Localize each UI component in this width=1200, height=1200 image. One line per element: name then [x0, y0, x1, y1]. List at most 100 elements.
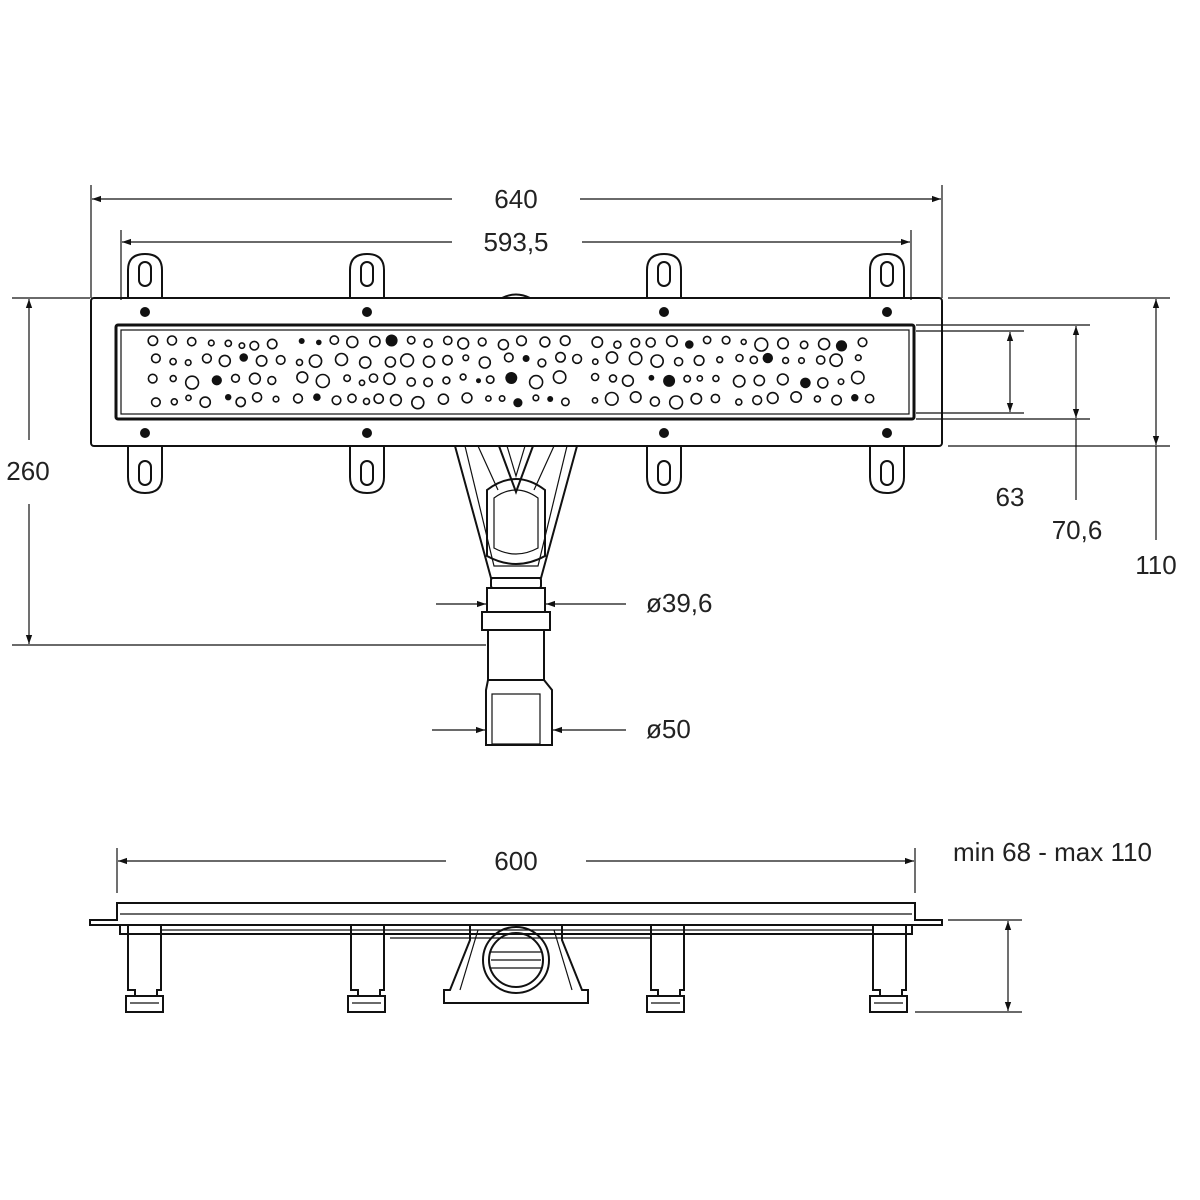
grate-bubble: [815, 355, 826, 365]
grate-bubble: [503, 352, 514, 363]
grate-bubble: [835, 340, 848, 352]
grate-bubble: [522, 355, 530, 362]
grate-bubble: [484, 395, 492, 402]
dimension-label-593-5: 593,5: [483, 227, 548, 257]
grate-bubble: [373, 393, 385, 405]
grate-bubble: [266, 338, 278, 350]
grate-bubble: [186, 336, 197, 347]
grate-bubble: [462, 354, 470, 362]
grate-bubble: [485, 375, 495, 385]
grate-bubble: [650, 354, 664, 368]
grate-bubble: [207, 339, 215, 347]
grate-bubble: [422, 355, 436, 369]
grate-bubble: [251, 391, 263, 403]
dimension-label-dia-39-6: ø39,6: [646, 588, 713, 618]
grate-bubble: [753, 374, 766, 387]
grate-bubble: [762, 352, 773, 364]
grate-bubble: [437, 393, 450, 406]
dimension-63: 63: [916, 330, 1024, 512]
grate-bubble: [613, 340, 622, 350]
grate-bubble: [368, 335, 381, 348]
grate-bubble: [383, 372, 396, 386]
grate-bubble: [645, 337, 657, 348]
plan-view: 640 593,5: [6, 184, 1177, 746]
grate-bubble: [316, 339, 322, 346]
mounting-brackets-top: [127, 252, 905, 298]
bracket: [349, 446, 385, 495]
grate-bubble: [498, 394, 506, 402]
grate-bubble: [696, 374, 704, 382]
grate-bubble: [732, 374, 746, 388]
dimension-height-range: min 68 - max 110: [915, 837, 1152, 1013]
grate-bubble: [532, 394, 540, 402]
grate-bubble: [150, 353, 161, 364]
grate-bubble: [331, 395, 342, 406]
grate-bubble: [630, 337, 641, 348]
drain-outlet-funnel: [454, 445, 578, 589]
grate-bubble: [528, 374, 544, 390]
leg: [347, 925, 386, 1013]
grate-bubble: [295, 358, 304, 367]
grate-bubble: [702, 335, 712, 345]
grate-bubble: [816, 377, 829, 389]
grate-bubble: [559, 335, 571, 347]
grate-bubble: [537, 358, 547, 368]
grate-bubble: [754, 337, 769, 352]
grate-bubble: [560, 397, 570, 407]
grate-bubble: [513, 398, 523, 408]
grate-bubble: [797, 357, 806, 365]
dimension-dia-50: ø50: [432, 714, 691, 744]
grate-bubble: [539, 336, 551, 348]
bracket: [869, 252, 905, 298]
grate-bubble: [554, 351, 566, 363]
grate-bubble: [410, 395, 425, 410]
grate-bubble: [734, 398, 743, 406]
dimension-593-5: 593,5: [120, 227, 912, 300]
grate-bubble: [248, 372, 262, 385]
grate-bubble: [315, 373, 331, 389]
grate-bubble: [218, 354, 232, 368]
grate-bubble: [235, 396, 247, 408]
dimension-label-640: 640: [494, 184, 537, 214]
grate-bubble: [457, 337, 470, 350]
grate-bubble: [389, 393, 403, 407]
grate-bubble: [608, 374, 618, 383]
grate-bubble: [604, 391, 619, 406]
grate-bubble: [547, 396, 554, 402]
grate-bubble: [169, 374, 177, 383]
grate-bubble: [854, 354, 862, 362]
grate-bubble: [813, 395, 822, 403]
grate-bubble: [552, 370, 567, 385]
leg: [869, 925, 908, 1013]
grate-bubble: [751, 395, 763, 406]
grate-bubble: [238, 342, 246, 350]
grate-bubble: [776, 373, 789, 386]
grate-bubble: [230, 373, 241, 383]
screw-holes: [140, 307, 892, 438]
grate-bubble: [693, 354, 705, 367]
grate-bubble: [368, 373, 379, 383]
dimension-label-600: 600: [494, 846, 537, 876]
grate-bubble: [591, 396, 599, 404]
dimension-label-110: 110: [1135, 550, 1176, 580]
grate-bubble: [735, 353, 744, 363]
grate-bubble: [399, 353, 415, 368]
grate-bubble: [313, 393, 321, 402]
grate-bubble: [147, 373, 158, 384]
grate-bubble: [184, 359, 192, 367]
grate-bubble: [829, 353, 843, 368]
grate-bubble: [272, 395, 280, 403]
dimension-dia-39-6: ø39,6: [436, 588, 713, 618]
grate-bubble: [292, 393, 304, 404]
grate-bubble: [296, 371, 309, 384]
grate-bubble: [298, 338, 305, 344]
grate-bubble: [683, 374, 692, 383]
grate-bubble: [721, 335, 731, 345]
grate-bubble: [851, 394, 859, 402]
grate-bubble-pattern: [147, 334, 875, 410]
grate-bubble: [605, 351, 619, 364]
grate-bubble: [591, 358, 599, 366]
dimension-label-260: 260: [6, 456, 49, 486]
grate-bubble: [857, 337, 868, 348]
grate-bubble: [169, 357, 177, 366]
